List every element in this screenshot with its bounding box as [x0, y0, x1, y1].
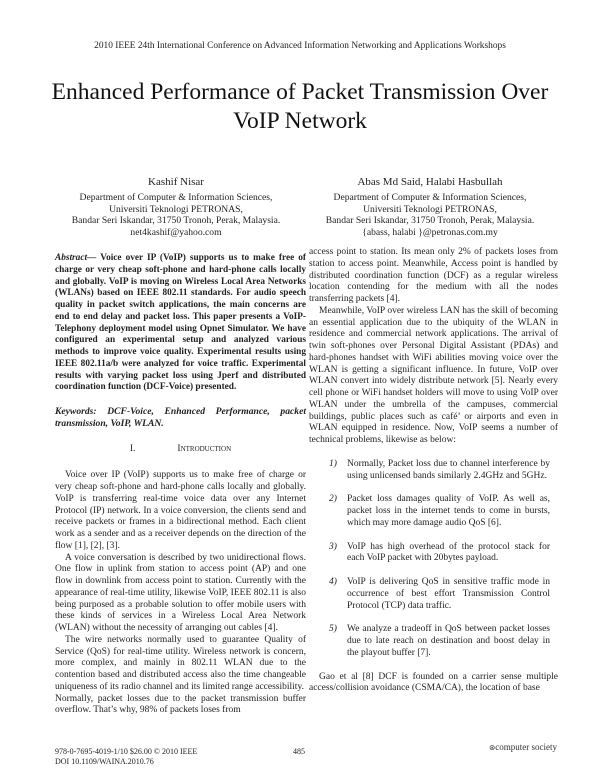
abstract-text: Voice over IP (VoIP) supports us to make… — [55, 253, 306, 393]
section-title: Introduction — [177, 443, 232, 454]
list-text: We analyze a tradeoff in QoS between pac… — [347, 624, 550, 658]
keywords: Keywords: DCF-Voice, Enhanced Performanc… — [55, 406, 306, 429]
author-name: Kashif Nisar — [148, 176, 204, 188]
abstract-label: Abstract— — [55, 253, 97, 263]
author-block-2: Abas Md Said, Halabi Hasbullah Departmen… — [300, 176, 560, 239]
author-email: {abass, halabi }@petronas.com.my — [362, 227, 498, 239]
list-text: VoIP is delivering QoS in sensitive traf… — [347, 577, 550, 611]
list-item: 1) Normally, Packet loss due to channel i… — [309, 459, 558, 483]
author-block-1: Kashif Nisar Department of Computer & In… — [46, 176, 306, 239]
computer-society-logo: ⊛computer society — [489, 742, 558, 752]
logo-text: computer society — [495, 742, 558, 752]
list-item: 2) Packet loss damages quality of VoIP. A… — [309, 494, 558, 529]
author-affiliation: Department of Computer & Information Sci… — [79, 191, 273, 203]
list-number: 4) — [329, 577, 337, 587]
paragraph: A voice conversation is described by two… — [55, 552, 306, 634]
list-item: 5) We analyze a tradeoff in QoS between p… — [309, 624, 558, 659]
list-number: 5) — [329, 624, 337, 635]
author-address: Bandar Seri Iskandar, 31750 Tronoh, Pera… — [71, 215, 281, 227]
conference-header: 2010 IEEE 24th International Conference … — [94, 41, 506, 51]
section-heading: I. Introduction — [55, 444, 306, 456]
list-number: 1) — [329, 458, 337, 469]
list-text: VoIP has high overhead of the protocol s… — [347, 541, 550, 564]
paragraph: Normally, packet losses due to the packe… — [55, 693, 306, 716]
left-column: Abstract— Voice over IP (VoIP) supports … — [55, 253, 306, 717]
doi-line: DOI 10.1109/WAINA.2010.76 — [55, 757, 154, 766]
isbn-line: 978-0-7695-4019-1/10 $26.00 © 2010 IEEE — [55, 747, 198, 756]
list-item: 4) VoIP is delivering QoS in sensitive tr… — [309, 577, 558, 612]
paragraph: Meanwhile, VoIP over wireless LAN has th… — [309, 305, 558, 445]
paragraph: Gao et al [8] DCF is founded on a carrie… — [309, 671, 558, 694]
right-column: access point to station. Its mean only 2… — [309, 247, 558, 695]
footer-copyright: 978-0-7695-4019-1/10 $26.00 © 2010 IEEE … — [55, 747, 197, 767]
author-affiliation: Universiti Teknologi PETRONAS, — [363, 203, 497, 215]
paragraph: The wire networks normally used to guara… — [55, 634, 306, 692]
author-affiliation: Universiti Teknologi PETRONAS, — [109, 203, 243, 215]
problem-list: 1) Normally, Packet loss due to channel i… — [309, 459, 558, 660]
list-text: Normally, Packet loss due to channel int… — [347, 458, 550, 481]
paragraph: Voice over IP (VoIP) supports us to make… — [55, 470, 306, 551]
paper-title: Enhanced Performance of Packet Transmiss… — [51, 79, 549, 134]
list-number: 2) — [329, 494, 337, 505]
author-affiliation: Department of Computer & Information Sci… — [333, 191, 527, 203]
paragraph: access point to station. Its mean only 2… — [309, 247, 558, 304]
author-address: Bandar Seri Iskandar, 31750 Tronoh, Pera… — [325, 215, 535, 227]
section-number: I. — [129, 443, 136, 454]
list-number: 3) — [329, 541, 337, 552]
page-number: 485 — [293, 747, 305, 756]
list-text: Packet loss damages quality of VoIP. As … — [347, 494, 550, 528]
ieee-emblem-icon: ⊛ — [489, 743, 496, 752]
author-name: Abas Md Said, Halabi Hasbullah — [357, 176, 503, 188]
author-email: net4kashif@yahoo.com — [130, 227, 222, 239]
abstract: Abstract— Voice over IP (VoIP) supports … — [55, 253, 306, 394]
list-item: 3) VoIP has high overhead of the protocol… — [309, 542, 558, 566]
